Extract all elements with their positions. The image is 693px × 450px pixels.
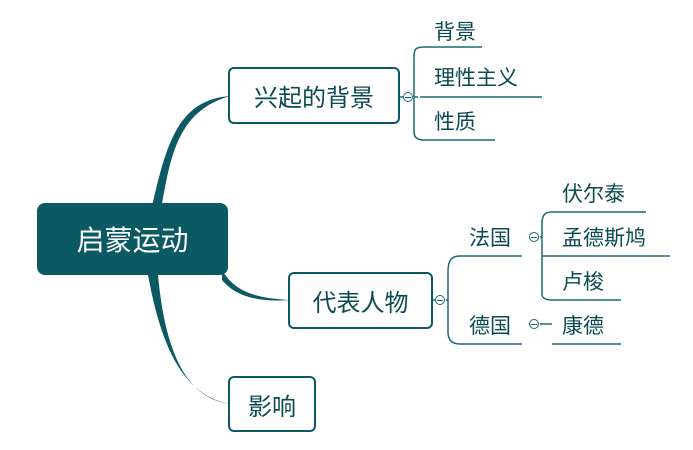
leaf-kant[interactable]: 康德	[562, 314, 604, 338]
leaf-voltaire[interactable]: 伏尔泰	[562, 182, 625, 206]
leaf-rousseau[interactable]: 卢梭	[562, 270, 604, 294]
subtopic-germany[interactable]: 德国	[469, 314, 511, 338]
branch-background[interactable]: 兴起的背景	[228, 67, 400, 124]
leaf-nature[interactable]: 性质	[434, 110, 476, 134]
branch-influence[interactable]: 影响	[228, 376, 316, 432]
link-root-figures	[222, 270, 290, 301]
link-root-background	[150, 96, 230, 215]
subtopic-france[interactable]: 法国	[469, 226, 511, 250]
leaf-rationalism[interactable]: 理性主义	[434, 66, 518, 90]
leaf-background[interactable]: 背景	[434, 20, 476, 44]
leaf-montesquieu[interactable]: 孟德斯鸠	[562, 226, 646, 250]
minus-circle-icon[interactable]	[403, 92, 413, 102]
minus-circle-icon[interactable]	[435, 295, 445, 305]
link-root-influence	[148, 275, 230, 404]
minus-circle-icon[interactable]	[529, 232, 539, 242]
root-topic[interactable]: 启蒙运动	[37, 203, 228, 275]
minus-circle-icon[interactable]	[529, 319, 539, 329]
branch-figures[interactable]: 代表人物	[288, 272, 433, 329]
